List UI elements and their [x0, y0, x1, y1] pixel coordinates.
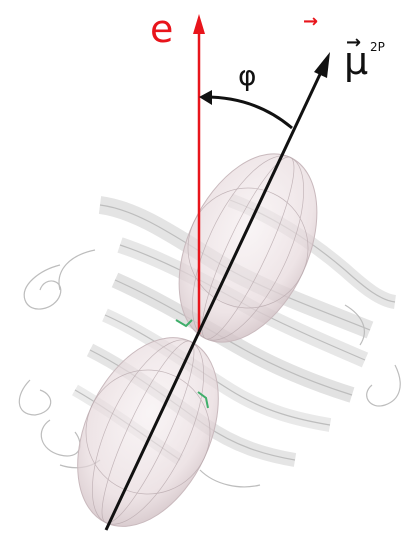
mu-vector-arrowhead: [314, 52, 330, 78]
e-vector-label: → e: [150, 10, 173, 48]
e-letter: e: [150, 7, 173, 51]
phi-arc: [205, 97, 292, 128]
mu-superscript: 2P: [370, 40, 385, 54]
vector-arrow-icon: →: [346, 32, 361, 53]
vector-arrow-icon: →: [303, 13, 318, 31]
e-vector-arrowhead: [193, 14, 205, 34]
angle-label: φ: [238, 62, 256, 90]
phi-arrowhead: [199, 90, 212, 105]
